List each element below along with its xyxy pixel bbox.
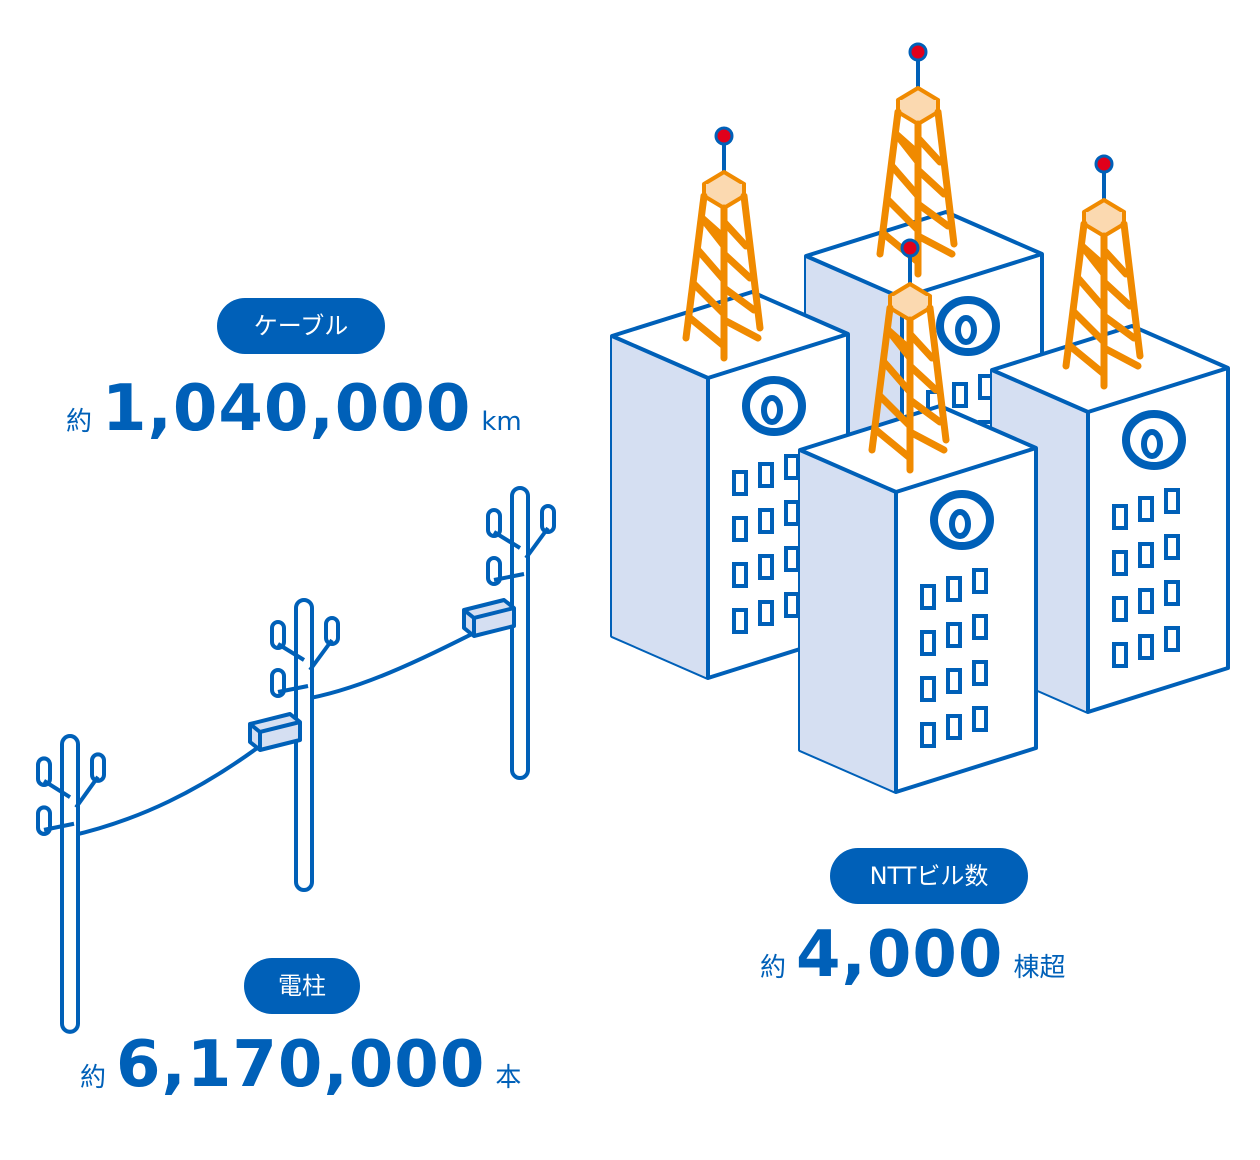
cable-line bbox=[69, 744, 262, 838]
cable-stat: 約 1,040,000 km bbox=[66, 372, 522, 446]
building-label-badge: NTTビル数 bbox=[830, 848, 1028, 904]
building-unit: 棟超 bbox=[1013, 953, 1066, 983]
transformer-box-icon bbox=[462, 598, 516, 638]
utility-pole-icon bbox=[38, 736, 104, 1032]
pole-value: 6,170,000 bbox=[116, 1028, 486, 1102]
pole-prefix: 約 bbox=[80, 1063, 107, 1093]
pole-label-badge: 電柱 bbox=[244, 958, 360, 1014]
pole-stat: 約 6,170,000 本 bbox=[80, 1028, 521, 1102]
cable-line bbox=[299, 628, 481, 702]
pole-unit: 本 bbox=[495, 1063, 522, 1093]
utility-pole-icon bbox=[486, 486, 556, 780]
cable-label-badge: ケーブル bbox=[217, 298, 385, 354]
cable-value: 1,040,000 bbox=[102, 372, 472, 446]
cable-prefix: 約 bbox=[66, 407, 93, 437]
ntt-building-icon bbox=[800, 406, 1036, 792]
transformer-box-icon bbox=[248, 712, 302, 752]
building-value: 4,000 bbox=[796, 918, 1004, 992]
cable-unit: km bbox=[481, 407, 522, 437]
building-prefix: 約 bbox=[760, 953, 787, 983]
building-stat: 約 4,000 棟超 bbox=[760, 918, 1065, 992]
